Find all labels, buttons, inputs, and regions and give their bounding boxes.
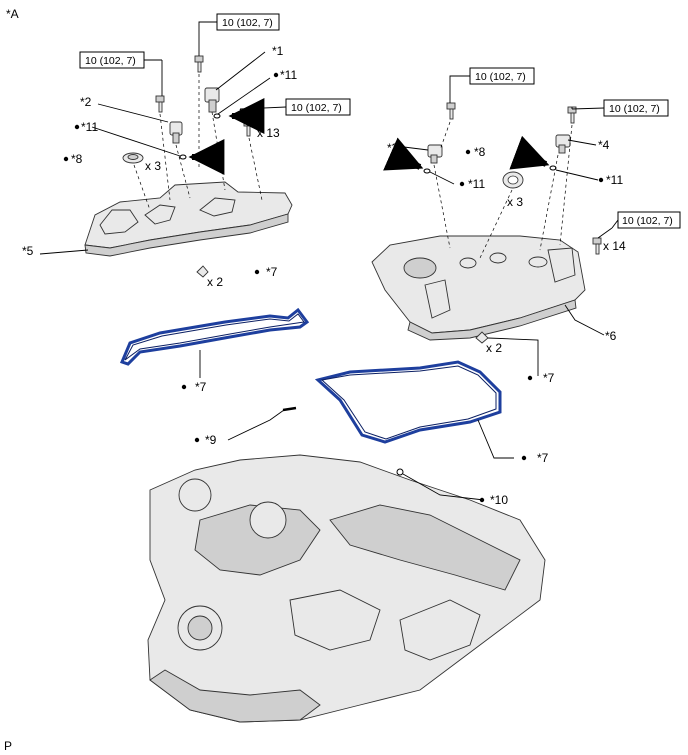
label-p2: *2 xyxy=(80,95,92,109)
leader-lines xyxy=(39,44,613,501)
svg-text:*7: *7 xyxy=(266,265,278,279)
cylinder-head-cover-lh xyxy=(84,181,293,257)
svg-text:*5: *5 xyxy=(22,244,34,258)
qty-x13: x 13 xyxy=(257,126,280,140)
torque-value: 10 (102, 7) xyxy=(222,17,273,29)
svg-text:*7: *7 xyxy=(195,380,207,394)
torque-callout-4: 10 (102, 7) xyxy=(449,67,535,85)
qty-x2-lh: x 2 xyxy=(207,275,223,289)
torque-value: 10 (102, 7) xyxy=(622,215,673,227)
torque-value: 10 (102, 7) xyxy=(475,71,526,83)
label-p11b: *11 xyxy=(74,120,98,134)
footer-code: P xyxy=(4,739,12,753)
label-p9: *9 xyxy=(194,433,217,447)
svg-text:*11: *11 xyxy=(468,177,485,191)
gasket-lh xyxy=(119,307,310,366)
label-p11a: *11 xyxy=(273,68,297,82)
torque-callout-5: 10 (102, 7) xyxy=(571,99,669,117)
qty-x2-rh: x 2 xyxy=(486,341,502,355)
label-p7d: *7 xyxy=(521,451,549,465)
cam-sensor-1-lh xyxy=(204,87,220,113)
bolt-6 xyxy=(592,237,602,255)
torque-callout-1: 10 (102, 7) xyxy=(198,13,280,44)
grommet-7-lh xyxy=(196,265,209,278)
cam-sensor-3-rh xyxy=(427,144,443,164)
torque-callout-6: 10 (102, 7) xyxy=(611,211,681,229)
torque-value: 10 (102, 7) xyxy=(609,103,660,115)
label-p10: *10 xyxy=(479,493,508,507)
svg-text:*11: *11 xyxy=(81,120,98,134)
label-p8b: *8 xyxy=(465,145,486,159)
svg-text:*1: *1 xyxy=(272,44,284,58)
svg-text:*7: *7 xyxy=(537,451,549,465)
torque-value: 10 (102, 7) xyxy=(85,55,136,67)
label-p7b: *7 xyxy=(181,380,207,394)
oil-filler-seal-lh xyxy=(122,152,144,164)
svg-text:*8: *8 xyxy=(71,152,83,166)
svg-text:*2: *2 xyxy=(80,95,92,109)
gasket-rh xyxy=(314,360,502,444)
cam-sensor-2-lh xyxy=(169,121,183,144)
cylinder-head-cover-rh xyxy=(371,235,586,341)
svg-text:*11: *11 xyxy=(606,173,623,187)
engine-assembly xyxy=(147,454,546,723)
seal-plug-9 xyxy=(282,406,297,412)
label-p7a: *7 xyxy=(254,265,278,279)
torque-callout-2: 10 (102, 7) xyxy=(79,51,162,69)
label-p1: *1 xyxy=(272,44,284,58)
bolt-2 xyxy=(155,95,165,113)
svg-text:*7: *7 xyxy=(543,371,555,385)
o-ring-2 xyxy=(179,154,187,160)
qty-x14: x 14 xyxy=(603,239,626,253)
svg-text:*4: *4 xyxy=(598,138,610,152)
bolt-3 xyxy=(243,119,253,137)
svg-text:*11: *11 xyxy=(280,68,297,82)
label-p8a: *8 xyxy=(63,152,83,166)
qty-x3-rh: x 3 xyxy=(507,195,523,209)
label-p3: *3 xyxy=(387,141,399,155)
svg-text:*6: *6 xyxy=(605,329,617,343)
bolt-4 xyxy=(446,102,456,120)
label-p11d: *11 xyxy=(598,173,623,187)
label-p4: *4 xyxy=(598,138,610,152)
o-ring-4 xyxy=(549,165,557,171)
install-lines xyxy=(133,74,573,259)
torque-value: 10 (102, 7) xyxy=(291,102,342,114)
svg-text:*3: *3 xyxy=(387,141,399,155)
label-p7c: *7 xyxy=(527,371,555,385)
o-ring-1 xyxy=(213,113,221,119)
svg-text:*9: *9 xyxy=(205,433,217,447)
cam-sensor-4-rh xyxy=(555,134,571,154)
label-p11c: *11 xyxy=(459,177,485,191)
o-ring-3 xyxy=(423,168,431,174)
label-p6: *6 xyxy=(605,329,617,343)
oil-filler-seal-rh xyxy=(502,171,524,189)
svg-text:*10: *10 xyxy=(490,493,508,507)
arrows xyxy=(188,98,550,175)
bolt-1 xyxy=(194,55,204,73)
label-p5: *5 xyxy=(22,244,34,258)
bolt-5 xyxy=(567,106,577,124)
qty-x3-lh: x 3 xyxy=(145,159,161,173)
svg-text:*8: *8 xyxy=(474,145,486,159)
o-ring-10 xyxy=(396,468,404,476)
figure-id: *A xyxy=(6,7,19,21)
torque-callout-3: 10 (102, 7) xyxy=(239,98,351,116)
